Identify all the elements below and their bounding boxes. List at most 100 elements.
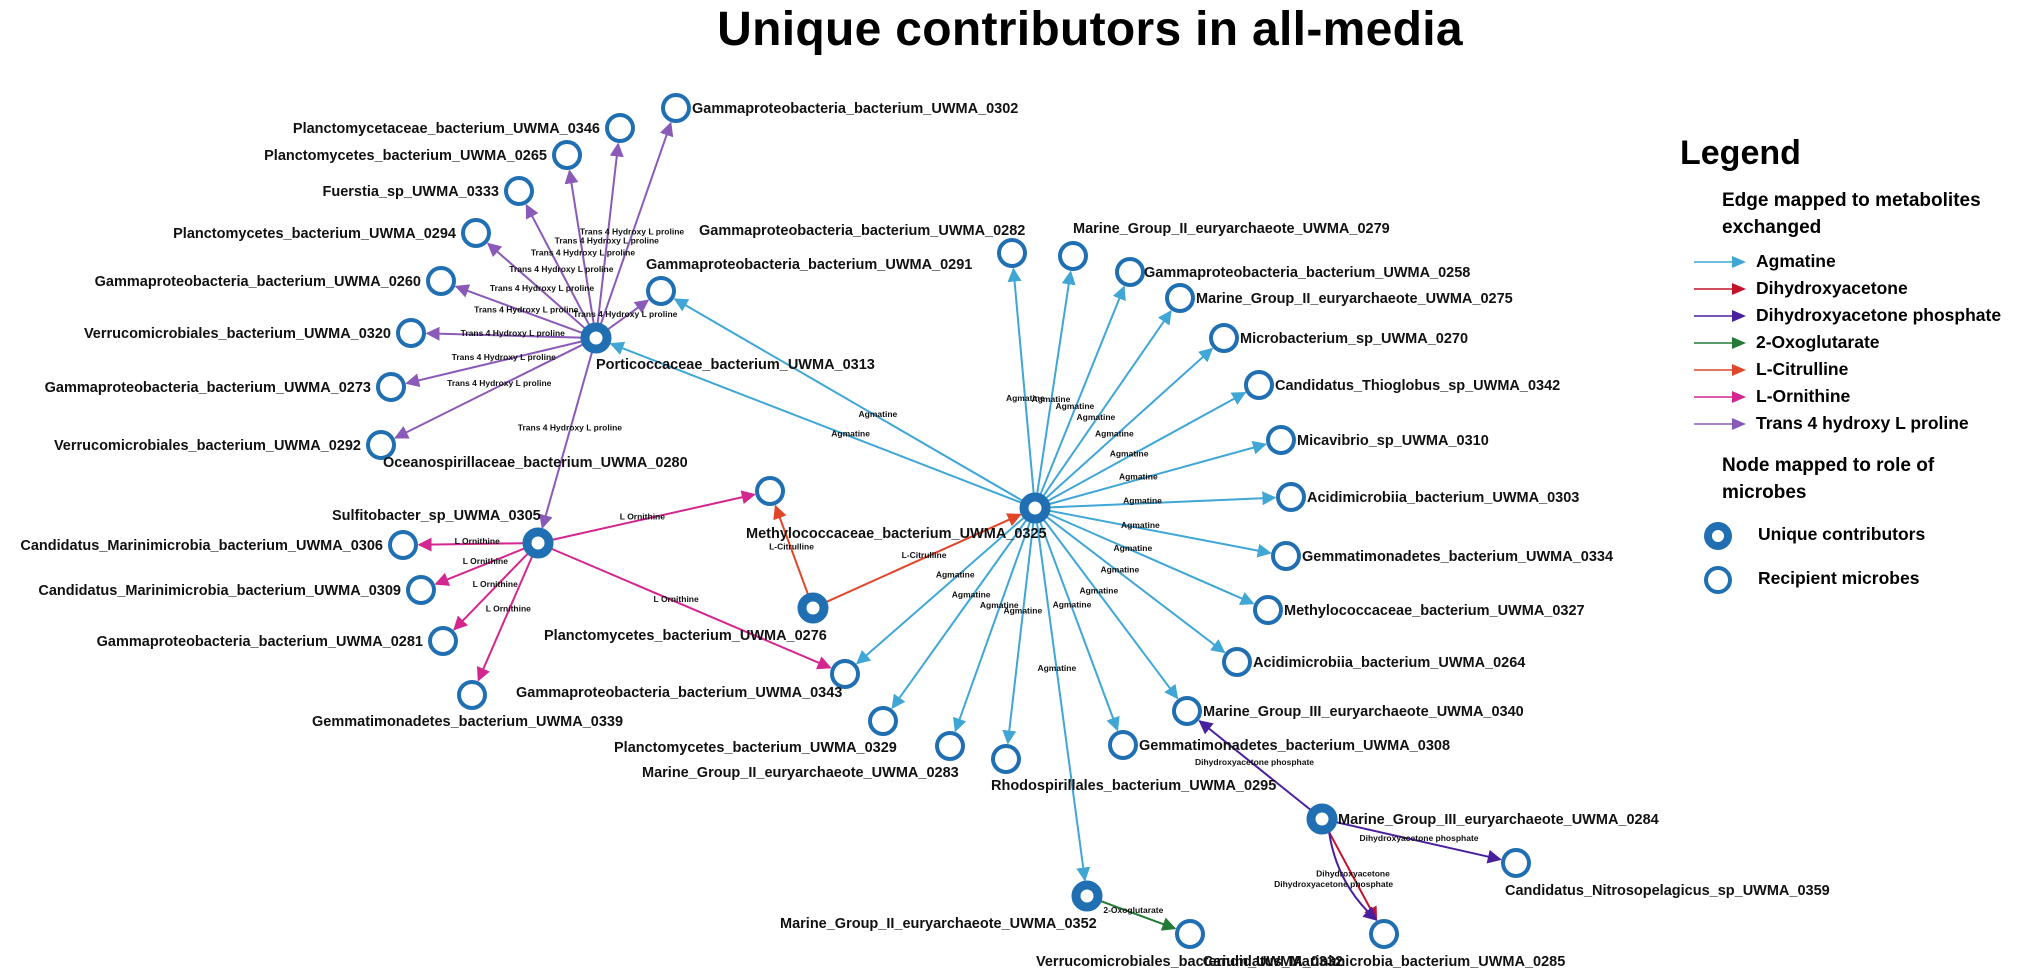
recipient-node-marker[interactable] [1209, 323, 1239, 353]
node-n0283[interactable]: Marine_Group_II_euryarchaeote_UWMA_0283 [642, 731, 965, 781]
node-n0292[interactable]: Verrucomicrobiales_bacterium_UWMA_0292 [54, 430, 396, 460]
node-n0359[interactable]: Candidatus_Nitrosopelagicus_sp_UWMA_0359 [1501, 848, 1830, 899]
recipient-node-marker[interactable] [997, 238, 1027, 268]
node-n0320[interactable]: Verrucomicrobiales_bacterium_UWMA_0320 [84, 318, 426, 348]
node-label: Gammaproteobacteria_bacterium_UWMA_0302 [692, 101, 1018, 117]
node-n0305[interactable]: Sulfitobacter_sp_UWMA_0305 [332, 508, 554, 559]
legend-edge-item: Agmatine [1670, 249, 2025, 276]
node-n0334[interactable]: Gemmatimonadetes_bacterium_UWMA_0334 [1271, 541, 1613, 571]
recipient-node-marker[interactable] [461, 218, 491, 248]
recipient-node-marker[interactable] [1266, 425, 1296, 455]
recipient-node-marker[interactable] [935, 731, 965, 761]
node-n0327[interactable]: Methylococcaceae_bacterium_UWMA_0327 [1253, 595, 1585, 625]
recipient-node-marker[interactable] [366, 430, 396, 460]
node-n0310[interactable]: Micavibrio_sp_UWMA_0310 [1266, 425, 1489, 455]
node-label: Candidatus_Thioglobus_sp_UWMA_0342 [1275, 378, 1560, 394]
recipient-node-marker[interactable] [661, 93, 691, 123]
node-n0333[interactable]: Fuerstia_sp_UWMA_0333 [323, 176, 534, 206]
recipient-node-marker[interactable] [1244, 370, 1274, 400]
node-n0291[interactable]: Gammaproteobacteria_bacterium_UWMA_0291 [646, 257, 972, 306]
node-label: Gammaproteobacteria_bacterium_UWMA_0258 [1144, 265, 1470, 281]
node-n0329[interactable]: Planctomycetes_bacterium_UWMA_0329 [614, 706, 898, 756]
node-n0313[interactable]: Porticoccaceae_bacterium_UWMA_0313 [580, 322, 875, 373]
node-n0342[interactable]: Candidatus_Thioglobus_sp_UWMA_0342 [1244, 370, 1560, 400]
edge-label: Agmatine [1123, 495, 1162, 505]
edge-label: L Ornithine [620, 512, 665, 522]
recipient-node-marker[interactable] [1369, 919, 1399, 949]
node-n0339[interactable]: Gemmatimonadetes_bacterium_UWMA_0339 [312, 680, 623, 730]
recipient-node-marker[interactable] [1108, 730, 1138, 760]
node-n0332[interactable]: Verrucomicrobiales_bacterium_UWMA_0332 [1036, 919, 1343, 970]
recipient-node-marker[interactable] [504, 176, 534, 206]
edge-n0313-n0302 [599, 121, 674, 325]
edge-n0325-n0329 [891, 519, 1028, 710]
recipient-node-marker[interactable] [388, 530, 418, 560]
recipient-node-marker[interactable] [428, 626, 458, 656]
node-n0325[interactable]: Methylococcaceae_bacterium_UWMA_0325 [746, 492, 1051, 542]
legend-node-label: Recipient microbes [1758, 568, 1920, 588]
node-n0309[interactable]: Candidatus_Marinimicrobia_bacterium_UWMA… [38, 575, 436, 605]
edge-n0313-n0292 [394, 343, 584, 439]
node-n0295[interactable]: Rhodospirillales_bacterium_UWMA_0295 [991, 744, 1276, 794]
node-n0352[interactable]: Marine_Group_II_euryarchaeote_UWMA_0352 [780, 880, 1103, 932]
recipient-node-marker[interactable] [1165, 283, 1195, 313]
node-n0265[interactable]: Planctomycetes_bacterium_UWMA_0265 [264, 140, 582, 170]
recipient-node-marker[interactable] [1501, 848, 1531, 878]
edge-n0284-n0340 [1198, 720, 1311, 811]
legend-edge-label: Trans 4 hydroxy L proline [1756, 413, 1969, 433]
recipient-node-marker[interactable] [396, 318, 426, 348]
node-n0260[interactable]: Gammaproteobacteria_bacterium_UWMA_0260 [95, 266, 456, 296]
node-label: Planctomycetes_bacterium_UWMA_0276 [544, 628, 827, 644]
node-n0308[interactable]: Gemmatimonadetes_bacterium_UWMA_0308 [1108, 730, 1450, 760]
contributor-node-center [1084, 893, 1090, 899]
node-n0340[interactable]: Marine_Group_III_euryarchaeote_UWMA_0340 [1172, 696, 1524, 726]
recipient-node-marker[interactable] [457, 680, 487, 710]
node-n0279[interactable]: Marine_Group_II_euryarchaeote_UWMA_0279 [1058, 221, 1390, 271]
edge-n0284-n0285 [1328, 831, 1378, 922]
node-n0281[interactable]: Gammaproteobacteria_bacterium_UWMA_0281 [97, 626, 458, 656]
recipient-node-marker[interactable] [991, 744, 1021, 774]
node-n0276[interactable]: Planctomycetes_bacterium_UWMA_0276 [544, 592, 829, 644]
recipient-node-marker[interactable] [1222, 647, 1252, 677]
node-label: Gammaproteobacteria_bacterium_UWMA_0273 [45, 380, 371, 396]
node-n0303[interactable]: Acidimicrobiia_bacterium_UWMA_0303 [1276, 482, 1579, 512]
recipient-node-marker[interactable] [646, 276, 676, 306]
node-n0258[interactable]: Gammaproteobacteria_bacterium_UWMA_0258 [1115, 257, 1470, 287]
node-n0343[interactable]: Gammaproteobacteria_bacterium_UWMA_0343 [516, 659, 860, 701]
node-n0280[interactable]: Oceanospirillaceae_bacterium_UWMA_0280 [383, 455, 785, 506]
recipient-node-marker[interactable] [406, 575, 436, 605]
node-n0306[interactable]: Candidatus_Marinimicrobia_bacterium_UWMA… [20, 530, 418, 560]
node-n0285[interactable]: Candidatus_Marinimicrobia_bacterium_UWMA… [1203, 919, 1566, 970]
node-n0294[interactable]: Planctomycetes_bacterium_UWMA_0294 [173, 218, 491, 248]
node-n0284[interactable]: Marine_Group_III_euryarchaeote_UWMA_0284 [1306, 803, 1659, 835]
recipient-node-marker[interactable] [1058, 241, 1088, 271]
recipient-node-marker[interactable] [830, 659, 860, 689]
node-label: Verrucomicrobiales_bacterium_UWMA_0320 [84, 326, 391, 342]
node-label: Marine_Group_II_euryarchaeote_UWMA_0352 [780, 916, 1097, 932]
recipient-node-marker[interactable] [552, 140, 582, 170]
recipient-node-marker[interactable] [1253, 595, 1283, 625]
node-n0273[interactable]: Gammaproteobacteria_bacterium_UWMA_0273 [45, 372, 406, 402]
node-n0275[interactable]: Marine_Group_II_euryarchaeote_UWMA_0275 [1165, 283, 1513, 313]
recipient-node-marker[interactable] [605, 113, 635, 143]
node-label: Planctomycetes_bacterium_UWMA_0294 [173, 226, 456, 242]
node-n0270[interactable]: Microbacterium_sp_UWMA_0270 [1209, 323, 1468, 353]
node-n0302[interactable]: Gammaproteobacteria_bacterium_UWMA_0302 [661, 93, 1018, 123]
recipient-node-marker[interactable] [1172, 696, 1202, 726]
recipient-node-marker[interactable] [426, 266, 456, 296]
recipient-node-marker[interactable] [1175, 919, 1205, 949]
recipient-node-marker[interactable] [755, 476, 785, 506]
recipient-node-marker[interactable] [1115, 257, 1145, 287]
edge-label: Trans 4 Hydroxy L proline [474, 304, 579, 314]
edge-n0325-n0334 [1049, 509, 1272, 558]
edge-label: L Ornithine [463, 556, 508, 566]
node-n0282[interactable]: Gammaproteobacteria_bacterium_UWMA_0282 [699, 223, 1027, 268]
edge-label: Agmatine [1113, 543, 1152, 553]
recipient-node-marker[interactable] [376, 372, 406, 402]
legend-edge-item: 2-Oxoglutarate [1670, 330, 2025, 357]
node-n0264[interactable]: Acidimicrobiia_bacterium_UWMA_0264 [1222, 647, 1525, 677]
node-n0346[interactable]: Planctomycetaceae_bacterium_UWMA_0346 [293, 113, 635, 143]
recipient-node-marker[interactable] [868, 706, 898, 736]
recipient-node-marker[interactable] [1276, 482, 1306, 512]
recipient-node-marker[interactable] [1271, 541, 1301, 571]
